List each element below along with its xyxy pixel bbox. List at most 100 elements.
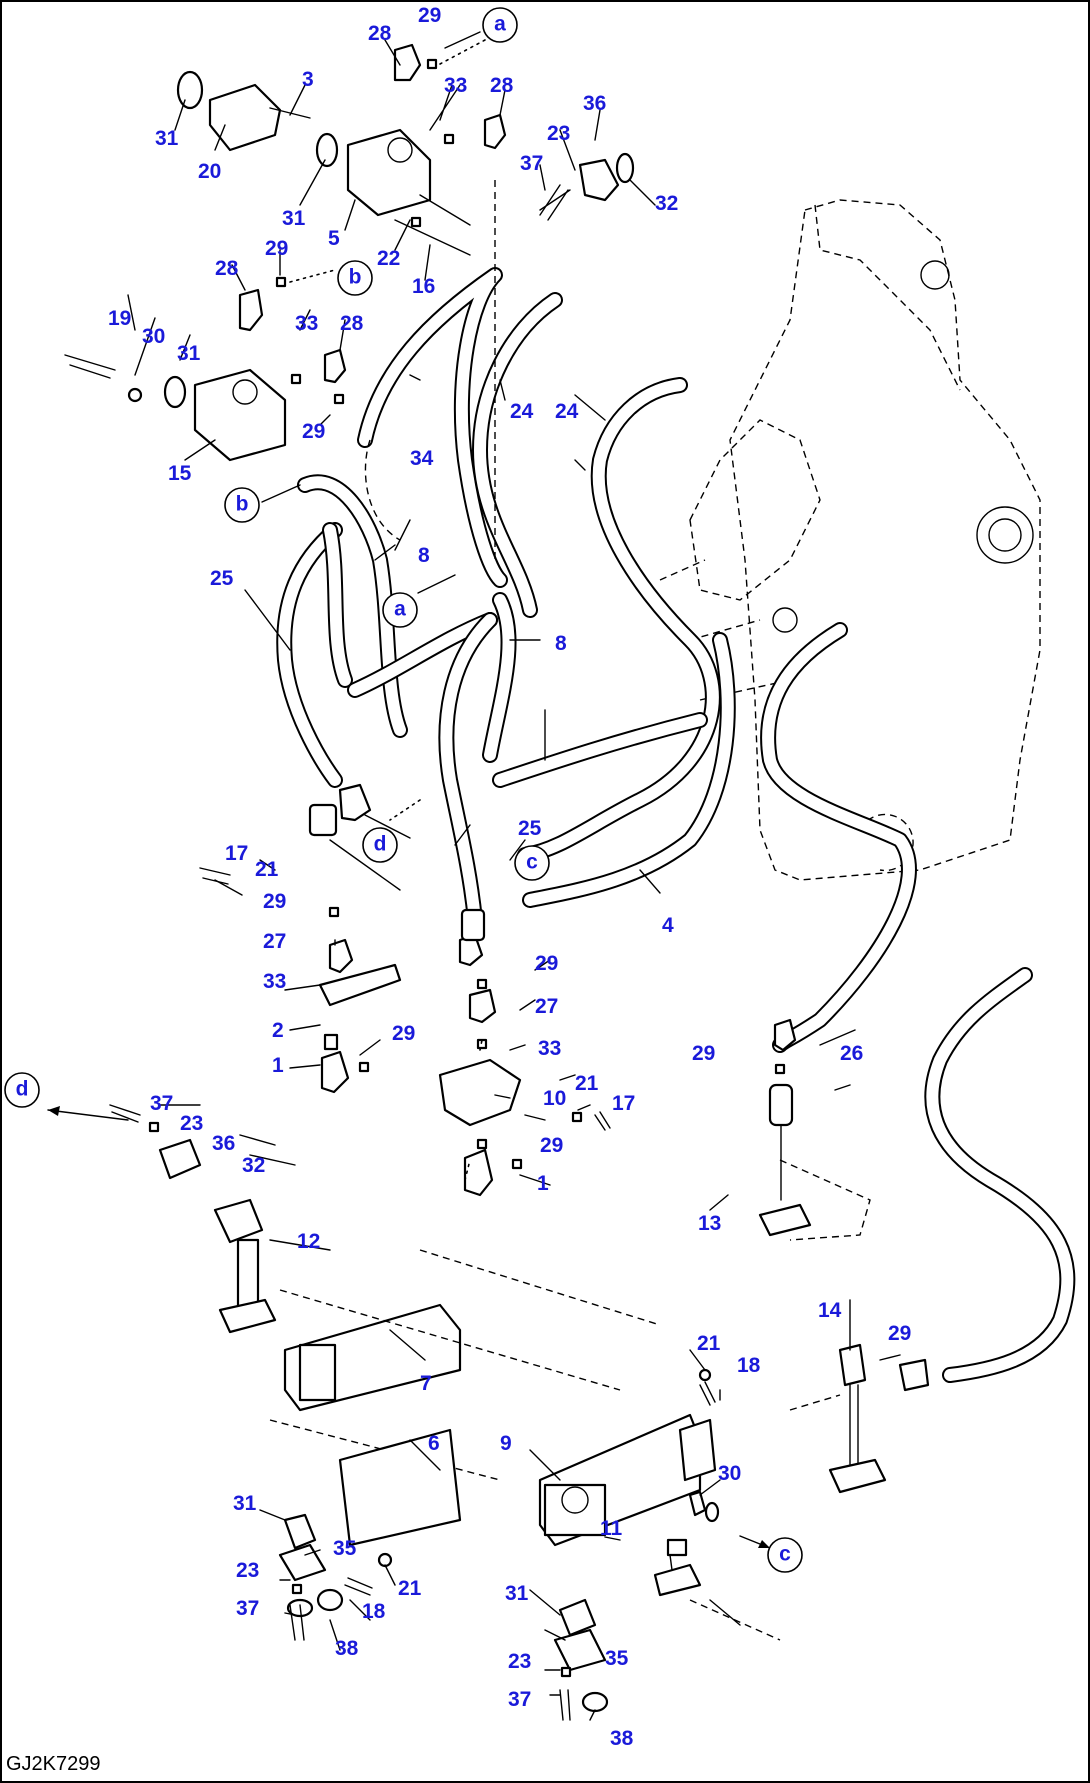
leader-lines: [47, 39, 901, 1721]
callout-14: 14: [818, 1299, 842, 1322]
callout-35: 35: [333, 1537, 357, 1560]
callout-5: 5: [328, 227, 340, 250]
ref-label-b2: b: [236, 493, 249, 516]
callout-29: 29: [535, 952, 558, 975]
callout-33: 33: [538, 1037, 561, 1060]
callout-36: 36: [583, 92, 606, 115]
callout-23: 23: [236, 1559, 259, 1582]
callout-37: 37: [520, 152, 543, 175]
callout-35: 35: [605, 1647, 629, 1670]
callout-25: 25: [210, 567, 234, 590]
callout-23: 23: [547, 122, 570, 145]
frame-brackets-left: [109, 1104, 661, 1641]
callout-28: 28: [490, 74, 514, 97]
callout-21: 21: [697, 1332, 721, 1355]
callout-30: 30: [718, 1462, 741, 1485]
callout-24: 24: [510, 400, 534, 423]
callout-31: 31: [155, 127, 179, 150]
callout-30: 30: [142, 325, 165, 348]
callout-11: 11: [600, 1517, 623, 1540]
ref-label-c: c: [526, 851, 538, 874]
ref-a-lower: a: [382, 574, 456, 628]
ref-d-left: d: [4, 1072, 40, 1108]
frame-brackets-right: [538, 1368, 781, 1721]
callout-29: 29: [540, 1134, 563, 1157]
callout-37: 37: [150, 1092, 173, 1115]
fitting-14: [789, 1343, 930, 1494]
callout-4: 4: [662, 914, 674, 937]
callout-21: 21: [575, 1072, 599, 1095]
callout-7: 7: [420, 1372, 432, 1395]
callout-19: 19: [108, 307, 131, 330]
center-lower-assembly: [438, 978, 611, 1197]
callout-32: 32: [655, 192, 678, 215]
callout-10: 10: [543, 1087, 566, 1110]
callout-23: 23: [508, 1650, 531, 1673]
callout-12: 12: [297, 1230, 320, 1253]
callout-17: 17: [225, 842, 248, 865]
ref-d-center: d: [362, 827, 398, 863]
middle-valve-assembly: [64, 269, 347, 462]
callout-20: 20: [198, 160, 221, 183]
ref-a-top: a: [444, 7, 518, 49]
callout-38: 38: [610, 1727, 634, 1750]
callout-37: 37: [236, 1597, 259, 1620]
callout-8: 8: [418, 544, 430, 567]
lower-left-assembly: [199, 783, 486, 1094]
callout-29: 29: [263, 890, 286, 913]
drawing-code: GJ2K7299: [6, 1753, 101, 1775]
callout-18: 18: [362, 1600, 386, 1623]
callout-24: 24: [555, 400, 579, 423]
callout-8: 8: [555, 632, 567, 655]
callout-23: 23: [180, 1112, 203, 1135]
hoses: [276, 180, 1076, 1383]
callout-29: 29: [418, 4, 441, 27]
callout-34: 34: [410, 447, 434, 470]
callout-21: 21: [398, 1577, 422, 1600]
callout-37: 37: [508, 1688, 531, 1711]
callout-31: 31: [505, 1582, 529, 1605]
right-fittings: [758, 1018, 871, 1241]
reference-markers: a b b a d c d c: [4, 7, 803, 1573]
callout-29: 29: [888, 1322, 911, 1345]
callout-1: 1: [537, 1172, 549, 1195]
callout-29: 29: [692, 1042, 715, 1065]
callout-32: 32: [242, 1154, 265, 1177]
callout-13: 13: [698, 1212, 721, 1235]
ref-label-b: b: [349, 266, 362, 289]
callout-21: 21: [255, 858, 279, 881]
callout-26: 26: [840, 1042, 863, 1065]
callout-18: 18: [737, 1354, 761, 1377]
ref-b-upper: b: [337, 260, 373, 296]
upper-valve-assembly: [176, 39, 635, 256]
ref-label-a: a: [494, 13, 506, 36]
callout-29: 29: [265, 237, 288, 260]
part-labels: 29 28 3 33 28 36 31 23 37 20 32 31 5 29 …: [108, 4, 911, 1750]
callout-27: 27: [263, 930, 286, 953]
callout-31: 31: [233, 1492, 257, 1515]
ref-b-lower: b: [224, 484, 301, 523]
callout-36: 36: [212, 1132, 235, 1155]
callout-29: 29: [302, 420, 325, 443]
callout-15: 15: [168, 462, 192, 485]
hose-24-right: [517, 377, 721, 863]
ref-label-d: d: [374, 833, 387, 856]
callout-31: 31: [177, 342, 201, 365]
callout-33: 33: [263, 970, 286, 993]
callout-25: 25: [518, 817, 542, 840]
callout-22: 22: [377, 247, 400, 270]
callout-28: 28: [215, 257, 239, 280]
callout-16: 16: [412, 275, 435, 298]
callout-1: 1: [272, 1054, 284, 1077]
callout-17: 17: [612, 1092, 635, 1115]
ref-label-d2: d: [16, 1078, 29, 1101]
hose-4: [522, 632, 736, 908]
callout-38: 38: [335, 1637, 359, 1660]
ref-label-c2: c: [779, 1543, 791, 1566]
callout-3: 3: [302, 68, 314, 91]
callout-28: 28: [368, 22, 392, 45]
ref-label-a2: a: [394, 598, 406, 621]
callout-27: 27: [535, 995, 558, 1018]
callout-29: 29: [392, 1022, 415, 1045]
